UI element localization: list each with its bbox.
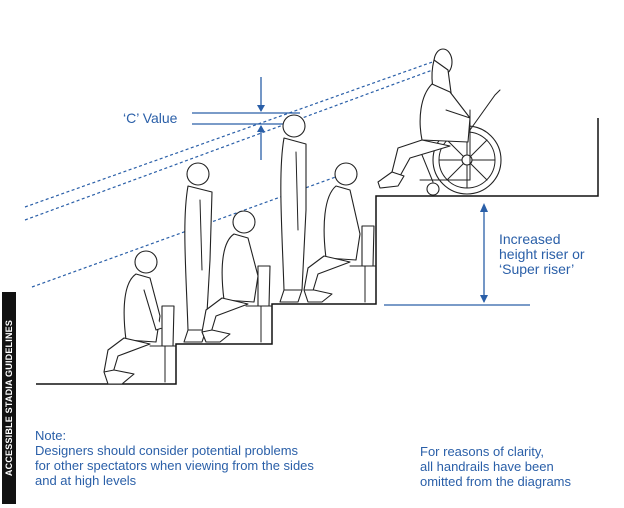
note-heading: Note: — [35, 428, 67, 443]
note-right-line-1: For reasons of clarity, — [420, 444, 545, 459]
riser-label-line1: Increased — [499, 231, 560, 247]
sightline-top — [24, 59, 439, 208]
c-value-dimension: ‘C’ Value — [123, 77, 300, 160]
note-line-2: for other spectators when viewing from t… — [35, 458, 314, 473]
side-label: ACCESSIBLE STADIA GUIDELINES — [2, 292, 16, 504]
note-line-1: Designers should consider potential prob… — [35, 443, 299, 458]
note-right-line-3: omitted from the diagrams — [420, 474, 572, 489]
wheelchair-user — [377, 48, 502, 196]
super-riser-dimension: Increased height riser or ‘Super riser’ — [384, 203, 585, 306]
seated-spectator-1 — [103, 250, 177, 385]
c-value-label: ‘C’ Value — [123, 110, 178, 126]
stair-profile — [36, 118, 599, 385]
seated-spectator-3 — [303, 162, 377, 303]
standing-spectator-1 — [183, 162, 213, 343]
seated-spectator-2 — [201, 210, 273, 343]
riser-label-line3: ‘Super riser’ — [499, 261, 574, 277]
note-handrails: For reasons of clarity, all handrails ha… — [420, 444, 620, 489]
note-right-line-2: all handrails have been — [420, 459, 554, 474]
sightline-middle — [24, 67, 439, 221]
standing-spectator-2 — [279, 114, 307, 303]
side-label-text: ACCESSIBLE STADIA GUIDELINES — [4, 319, 14, 477]
note-designers: Note: Designers should consider potentia… — [35, 428, 415, 488]
riser-label-line2: height riser or — [499, 246, 585, 262]
note-line-3: and at high levels — [35, 473, 137, 488]
